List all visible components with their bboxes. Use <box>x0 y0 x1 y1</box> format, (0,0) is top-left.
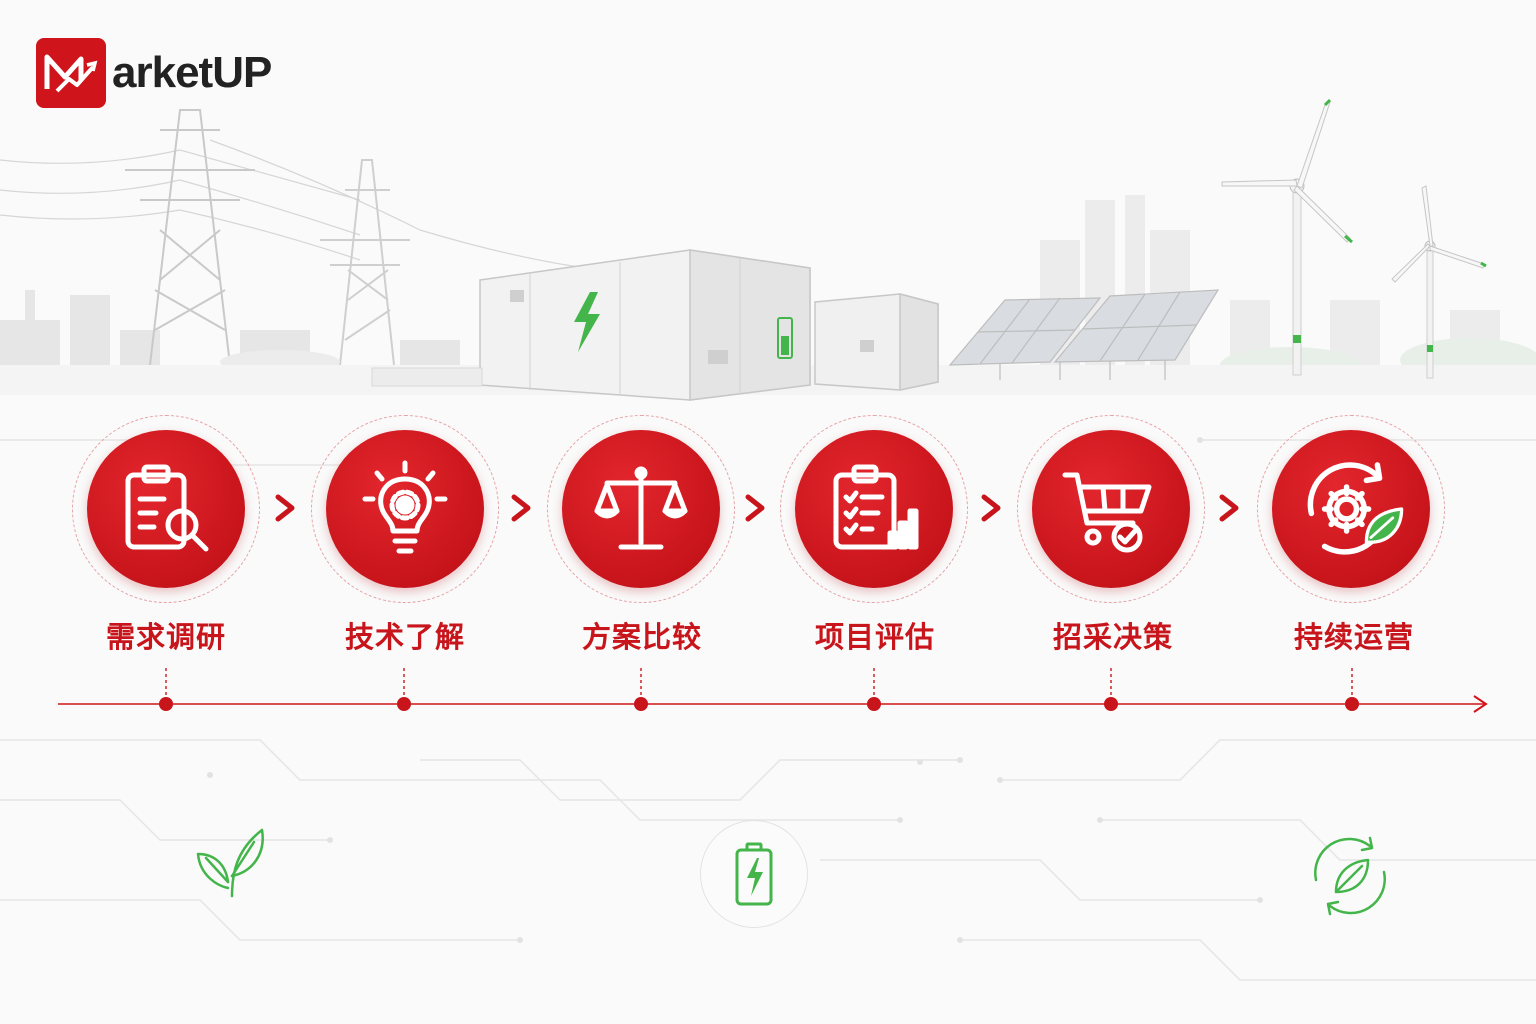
balance-scale-icon <box>594 466 688 550</box>
step-label: 招采决策 <box>1052 620 1173 654</box>
leaf-icon <box>196 828 264 898</box>
chevron-right-icon <box>511 494 531 522</box>
battery-icon <box>735 842 773 906</box>
step-方案比较[interactable] <box>547 415 735 603</box>
brand-name: arketUP <box>112 48 272 97</box>
chevron-right-icon <box>745 494 765 522</box>
clipboard-search-icon <box>125 464 209 552</box>
logo-m-icon <box>36 38 106 108</box>
gear-cycle-leaf-icon <box>1307 462 1404 555</box>
recycle-leaf-icon <box>1314 836 1386 916</box>
battery-icon-badge <box>700 820 808 928</box>
step-项目评估[interactable] <box>780 415 968 603</box>
brand-logo[interactable]: arketUP <box>36 38 272 108</box>
step-label: 项目评估 <box>814 620 935 654</box>
step-招采决策[interactable] <box>1017 415 1205 603</box>
step-持续运营[interactable] <box>1257 415 1445 603</box>
step-需求调研[interactable] <box>72 415 260 603</box>
lightbulb-gear-icon <box>362 460 448 554</box>
step-技术了解[interactable] <box>311 415 499 603</box>
chevron-right-icon <box>981 494 1001 522</box>
step-label: 持续运营 <box>1293 620 1414 654</box>
step-label: 需求调研 <box>105 620 226 654</box>
cart-check-icon <box>1062 472 1152 553</box>
step-label: 方案比较 <box>581 620 702 654</box>
step-label: 技术了解 <box>344 620 465 654</box>
chevron-right-icon <box>275 494 295 522</box>
chevron-right-icon <box>1219 494 1239 522</box>
checklist-chart-icon <box>833 464 919 550</box>
